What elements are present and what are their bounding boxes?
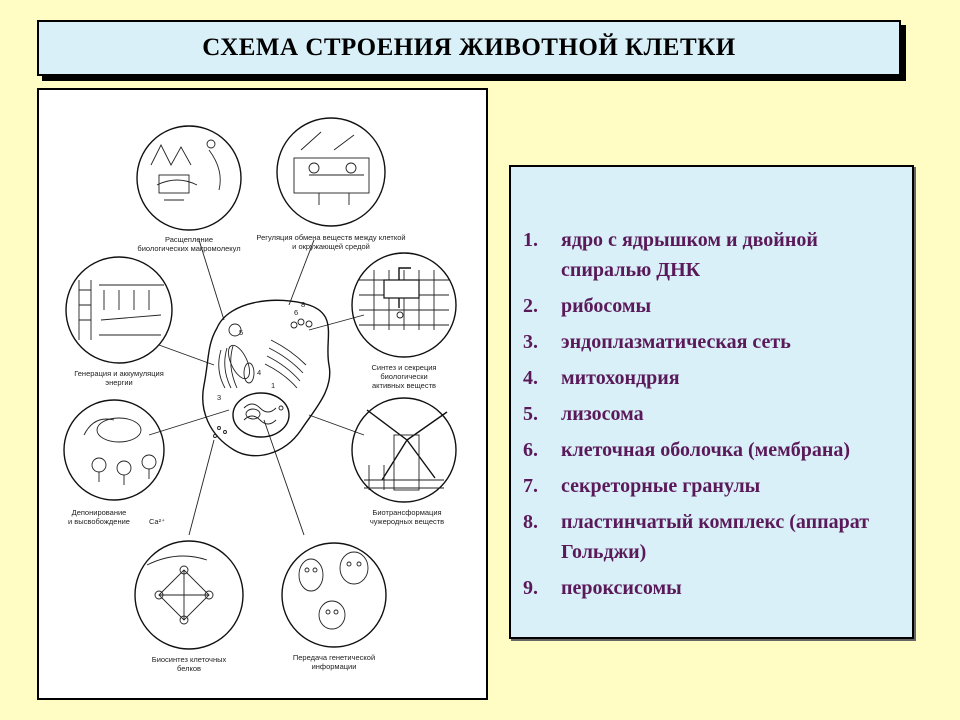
legend-list: 1.ядро с ядрышком и двойной спиралью ДНК… bbox=[511, 167, 912, 603]
genetic-label-1: Передача генетической bbox=[293, 653, 375, 662]
deposit-label-1: Депонирование bbox=[72, 508, 127, 517]
legend-item: 6.клеточная оболочка (мембрана) bbox=[523, 439, 851, 461]
genetic-label-2: информации bbox=[312, 662, 357, 671]
legend-item: 4.митохондрия bbox=[523, 367, 680, 389]
synthesis-label-1: Синтез и секреция bbox=[372, 363, 437, 372]
central-cell: 5 8 6 4 3 1 bbox=[202, 299, 331, 457]
function-genetic: Передача генетической информации bbox=[281, 542, 387, 671]
function-deposit: Депонирование и высвобождение Ca²⁺ bbox=[63, 399, 165, 526]
breakdown-label-2: биологических макромолекул bbox=[137, 244, 240, 253]
page-title: СХЕМА СТРОЕНИЯ ЖИВОТНОЙ КЛЕТКИ bbox=[202, 34, 736, 61]
deposit-label-2: и высвобождение bbox=[68, 517, 130, 526]
cell-number-5: 5 bbox=[239, 328, 243, 337]
function-protein: Биосинтез клеточных белков bbox=[134, 540, 244, 673]
legend-item: 9.пероксисомы bbox=[523, 577, 682, 599]
legend-item: 5.лизосома bbox=[523, 403, 644, 425]
legend-item: 1.ядро с ядрышком и двойной спиралью ДНК bbox=[523, 229, 818, 281]
function-synthesis: Синтез и секреция биологически активных … bbox=[351, 252, 457, 390]
cell-number-8: 8 bbox=[301, 300, 305, 309]
legend-item: 8.пластинчатый комплекс (аппарат Гольджи… bbox=[523, 511, 870, 563]
title-banner: СХЕМА СТРОЕНИЯ ЖИВОТНОЙ КЛЕТКИ bbox=[37, 20, 901, 76]
protein-label-2: белков bbox=[177, 664, 201, 673]
breakdown-label-1: Расщепление bbox=[165, 235, 213, 244]
function-biotransformation: Биотрансформация чужеродных веществ bbox=[351, 397, 457, 526]
diagram-arrows bbox=[148, 239, 365, 536]
energy-label-2: энергии bbox=[105, 378, 132, 387]
cell-number-4: 4 bbox=[257, 368, 261, 377]
biotrans-label-2: чужеродных веществ bbox=[370, 517, 444, 526]
legend-item: 2.рибосомы bbox=[523, 295, 652, 317]
cell-diagram: 5 8 6 4 3 1 Расщепление биологических ма… bbox=[37, 88, 488, 700]
biotrans-label-1: Биотрансформация bbox=[372, 508, 441, 517]
function-breakdown: Расщепление биологических макромолекул bbox=[136, 125, 242, 253]
energy-label-1: Генерация и аккумуляция bbox=[74, 369, 164, 378]
legend-item: 3.эндоплазматическая сеть bbox=[523, 331, 791, 353]
function-regulation: Регуляция обмена веществ между клеткой и… bbox=[256, 117, 406, 251]
regulation-label-2: и окружающей средой bbox=[292, 242, 370, 251]
deposit-label-ca: Ca²⁺ bbox=[149, 517, 165, 526]
synthesis-label-3: активных веществ bbox=[372, 381, 436, 390]
cell-number-6: 6 bbox=[294, 308, 298, 317]
function-energy: Генерация и аккумуляция энергии bbox=[65, 256, 173, 387]
cell-number-1: 1 bbox=[271, 381, 275, 390]
regulation-label-1: Регуляция обмена веществ между клеткой bbox=[256, 233, 405, 242]
legend-panel: 1.ядро с ядрышком и двойной спиралью ДНК… bbox=[509, 165, 914, 639]
legend-item: 7.секреторные гранулы bbox=[523, 475, 761, 497]
protein-label-1: Биосинтез клеточных bbox=[152, 655, 227, 664]
cell-number-3: 3 bbox=[217, 393, 221, 402]
synthesis-label-2: биологически bbox=[380, 372, 427, 381]
cell-diagram-drawing: 5 8 6 4 3 1 Расщепление биологических ма… bbox=[63, 117, 457, 673]
